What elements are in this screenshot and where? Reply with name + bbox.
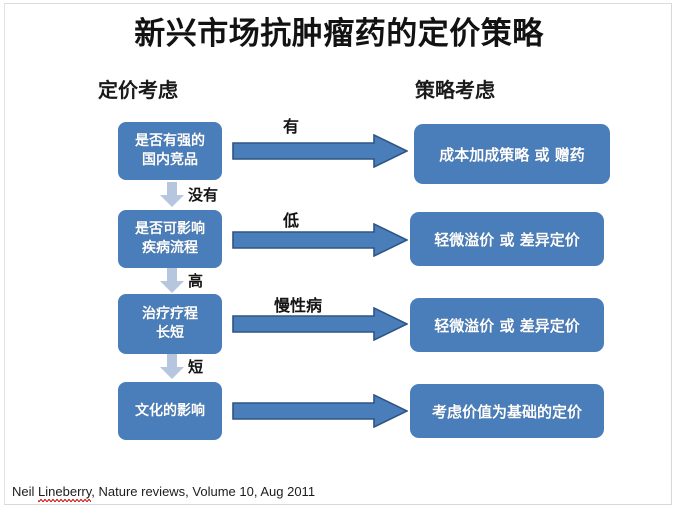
flow-arrow-down-3 (159, 354, 185, 380)
branch-label-h-3: 慢性病 (274, 296, 323, 315)
decision-box-2[interactable]: 是否可影响 疾病流程 (118, 210, 222, 268)
branch-label-h-1: 有 (283, 117, 300, 136)
outcome-box-4[interactable]: 考虑价值为基础的定价 (410, 384, 604, 438)
block-arrow-shape (232, 223, 408, 257)
block-arrow-shape (232, 394, 408, 428)
citation-rest: , Nature reviews, Volume 10, Aug 2011 (91, 484, 316, 499)
down-arrow-shape (160, 268, 184, 293)
branch-label-v-2: 高 (188, 272, 204, 290)
decision-box-4-line1: 文化的影响 (135, 402, 205, 419)
outcome-box-2[interactable]: 轻微溢价 或 差异定价 (410, 212, 604, 266)
citation-author-first: Neil (12, 484, 35, 499)
flow-arrow-right-1 (232, 134, 408, 168)
branch-label-v-1: 没有 (188, 186, 219, 204)
decision-box-1-line2: 国内竞品 (142, 152, 198, 168)
flow-arrow-right-4 (232, 394, 408, 428)
decision-box-3-line1: 治疗疗程 (142, 306, 198, 323)
down-arrow-shape (160, 354, 184, 379)
flow-arrow-right-2 (232, 223, 408, 257)
outcome-box-1[interactable]: 成本加成策略 或 赠药 (414, 124, 610, 184)
column-header-pricing: 定价考虑 (98, 78, 178, 102)
outcome-box-3-text: 轻微溢价 或 差异定价 (434, 316, 580, 335)
outcome-box-1-text: 成本加成策略 或 赠药 (439, 145, 585, 164)
flow-arrow-right-3 (232, 307, 408, 341)
decision-box-3-line2: 长短 (156, 325, 184, 341)
flow-arrow-down-1 (159, 182, 185, 208)
branch-label-v-3: 短 (188, 358, 204, 376)
decision-box-2-line2: 疾病流程 (142, 240, 198, 256)
decision-box-1[interactable]: 是否有强的 国内竞品 (118, 122, 222, 180)
decision-box-1-line1: 是否有强的 (135, 133, 205, 150)
flow-arrow-down-2 (159, 268, 185, 294)
branch-label-h-2: 低 (283, 211, 300, 230)
decision-box-3[interactable]: 治疗疗程 长短 (118, 294, 222, 354)
block-arrow-shape (232, 307, 408, 341)
column-header-strategy: 策略考虑 (415, 78, 495, 102)
citation: Neil Lineberry, Nature reviews, Volume 1… (12, 484, 315, 499)
decision-box-4[interactable]: 文化的影响 (118, 382, 222, 440)
citation-author-last: Lineberry (38, 484, 92, 502)
outcome-box-2-text: 轻微溢价 或 差异定价 (434, 230, 580, 249)
outcome-box-3[interactable]: 轻微溢价 或 差异定价 (410, 298, 604, 352)
decision-box-2-line1: 是否可影响 (135, 221, 205, 238)
down-arrow-shape (160, 182, 184, 207)
page-title: 新兴市场抗肿瘤药的定价策略 (134, 16, 544, 52)
block-arrow-shape (232, 134, 408, 168)
outcome-box-4-text: 考虑价值为基础的定价 (431, 402, 582, 421)
